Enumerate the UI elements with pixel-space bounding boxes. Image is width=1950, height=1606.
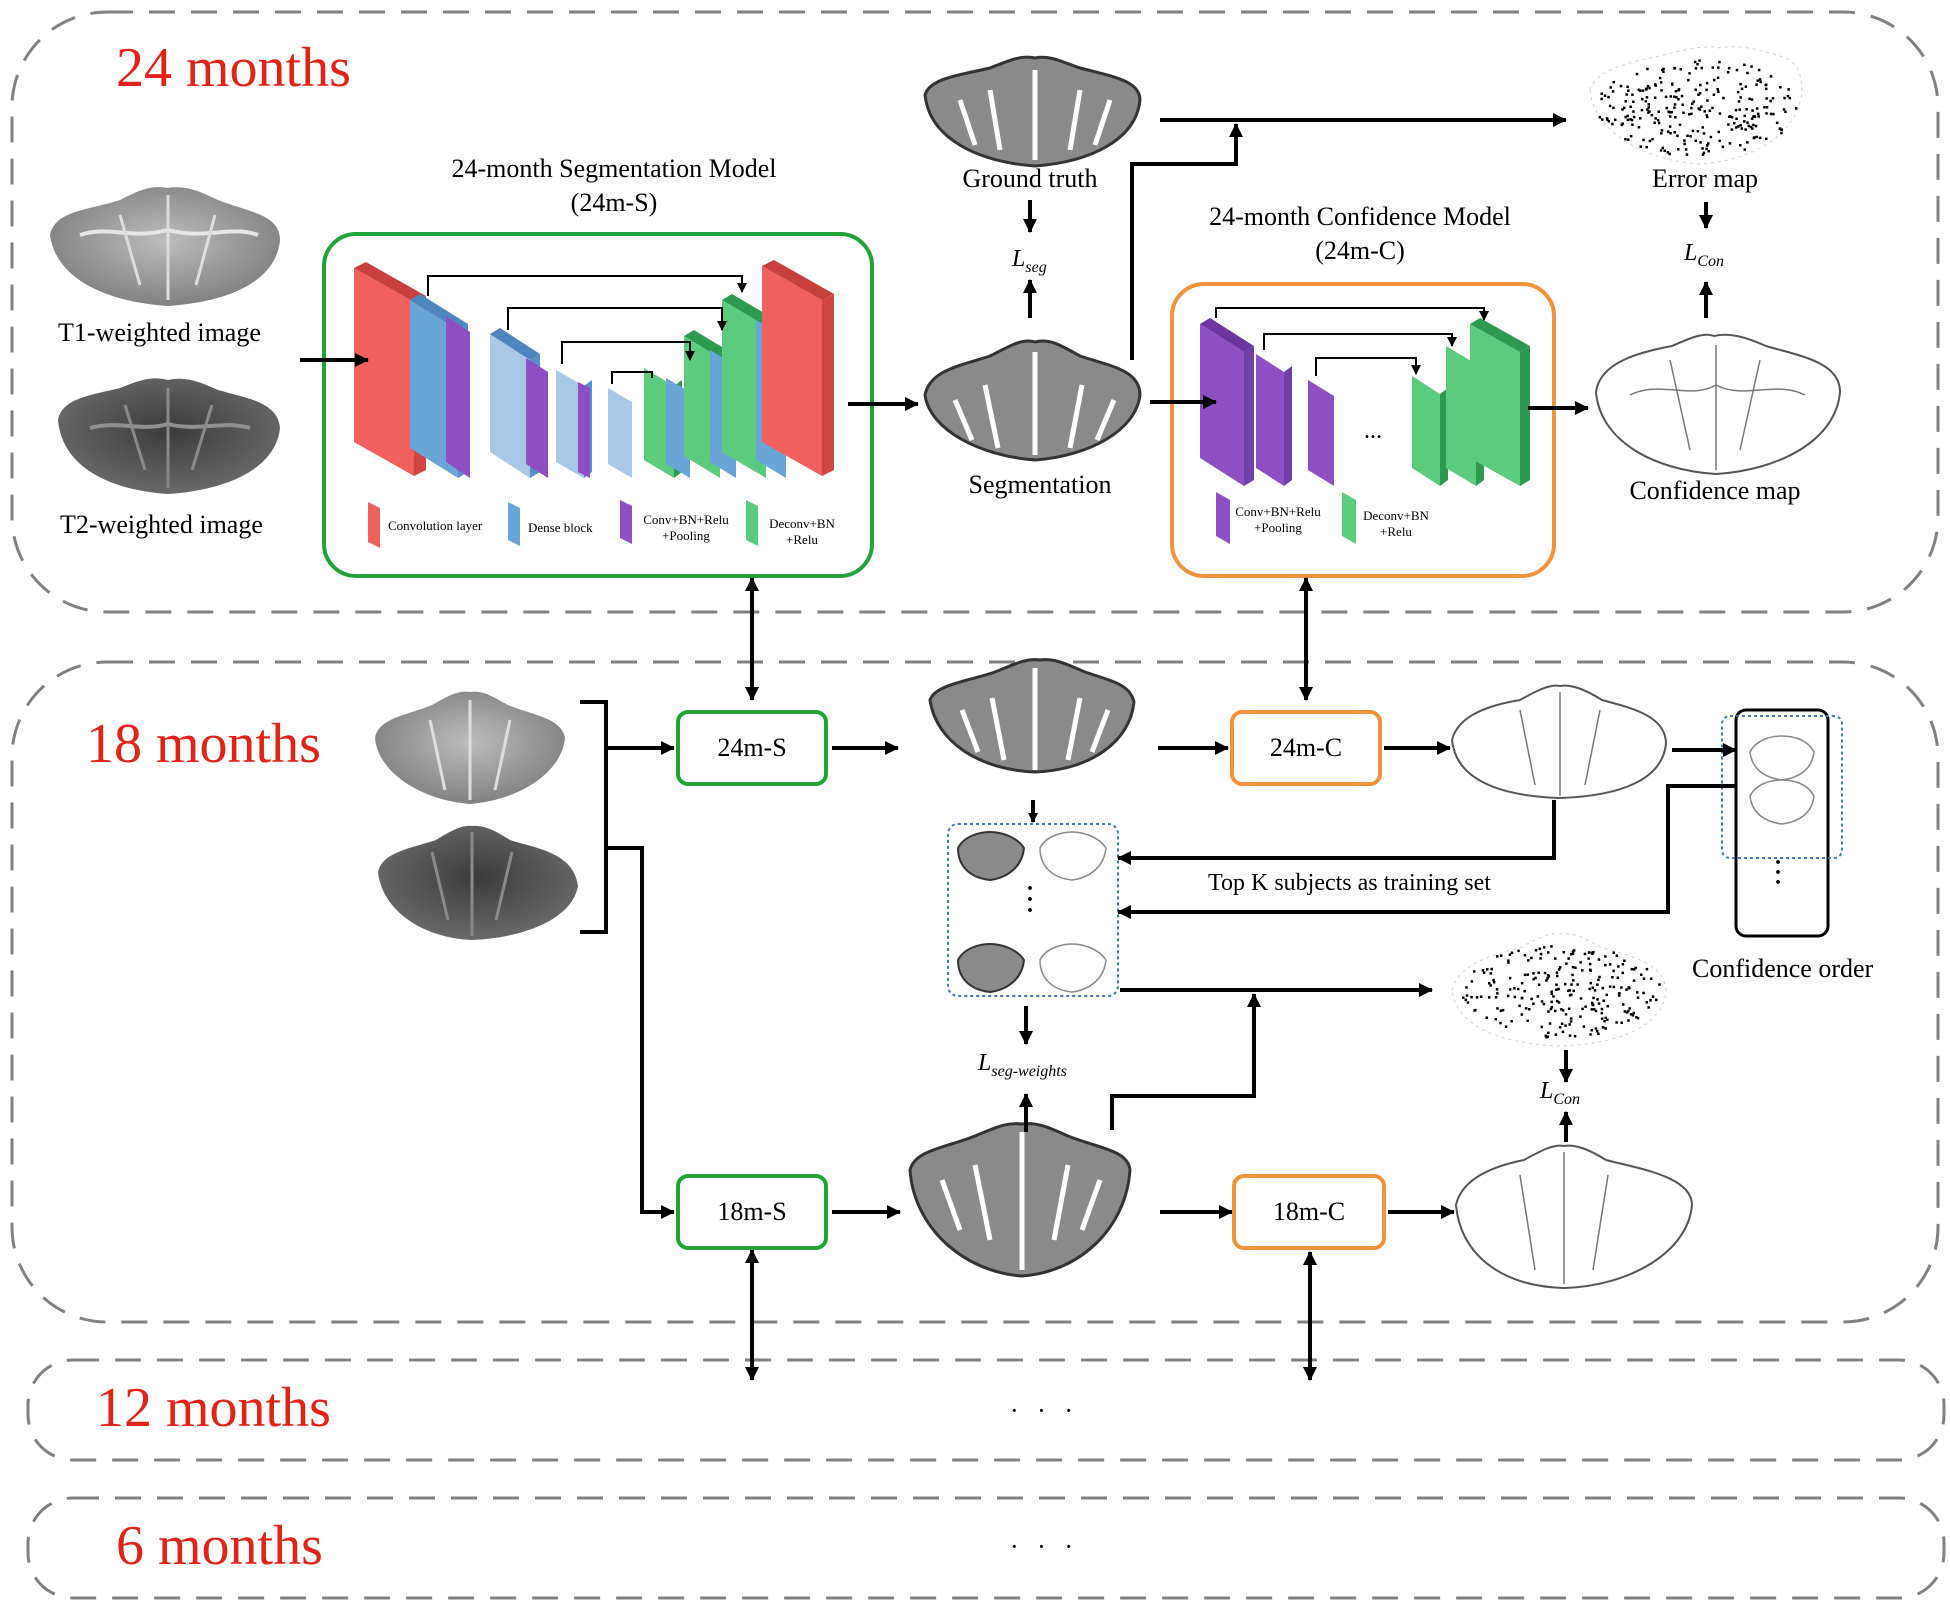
top-k-label: Top K subjects as training set (1208, 870, 1491, 896)
conf-deconv-3 (1470, 324, 1520, 486)
legend-pool-label-1: Conv+BN+Relu (643, 512, 729, 527)
seg-conv-layer-1 (354, 268, 414, 476)
error-map-label: Error map (1651, 164, 1759, 193)
seg-dense-block-2 (490, 334, 530, 478)
conf-model-title: 24-month Confidence Model (1209, 202, 1511, 231)
ground-truth-label: Ground truth (962, 164, 1098, 193)
connectors (300, 113, 1737, 1381)
seg-pool-3 (578, 382, 590, 478)
panel-18-months (10, 660, 1940, 1324)
conf-legend-deconv-label-2: +Relu (1380, 524, 1412, 539)
confidence-map-label: Confidence map (1629, 476, 1801, 505)
confidence-order-label: Confidence order (1692, 954, 1874, 983)
panel-12-months (26, 1358, 1946, 1462)
ellipsis-6-months: · · · (1010, 1532, 1079, 1561)
confidence-order-box (1734, 708, 1830, 938)
conf-model-subtitle: (24m-C) (1315, 236, 1405, 265)
seg-pool-2 (526, 358, 548, 478)
loss-con: LCon (1684, 240, 1725, 270)
box-18m-s: 18m-S (676, 1174, 828, 1250)
segmentation-18m-24s-image (928, 658, 1136, 774)
ellipsis-12-months: · · · (1010, 1396, 1079, 1425)
seg-pool-1 (446, 316, 470, 478)
conf-model-ellipsis: ... (1364, 418, 1382, 444)
ground-truth-image (923, 55, 1142, 168)
panel-title-24-months: 24 months (116, 37, 351, 99)
box-24m-c: 24m-C (1230, 710, 1382, 786)
seg-model-title: 24-month Segmentation Model (451, 154, 777, 183)
seg-dense-block-4 (608, 388, 632, 478)
seg-conv-layer-2 (762, 266, 822, 476)
error-dots (1462, 59, 1798, 1039)
segmentation-label: Segmentation (968, 470, 1112, 499)
seg-model-subtitle: (24m-S) (570, 188, 658, 217)
18m-t1-image (375, 691, 565, 804)
confidence-map-18m-image (1454, 1144, 1694, 1290)
legend-deconv-label-2: +Relu (786, 532, 818, 547)
segmentation-18m-18s-image (908, 1122, 1132, 1278)
loss-seg-weights: Lseg-weights (978, 1050, 1067, 1080)
legend-pool-label-2: +Pooling (662, 528, 710, 543)
conf-legend-pool-label-2: +Pooling (1254, 520, 1302, 535)
legend-deconv-label-1: Deconv+BN (769, 516, 835, 531)
panel-title-18-months: 18 months (86, 713, 321, 775)
conf-legend-swatches (1216, 492, 1356, 544)
loss-seg: Lseg (1012, 246, 1047, 276)
loss-con-18m: LCon (1540, 1078, 1581, 1108)
panel-title-12-months: 12 months (96, 1377, 331, 1439)
conf-deconv-1 (1412, 376, 1440, 486)
conf-network-layers (1200, 307, 1530, 486)
t2-brain-image (58, 378, 280, 494)
conf-legend-pool-label-1: Conv+BN+Relu (1235, 504, 1321, 519)
t2-label: T2-weighted image (60, 510, 263, 539)
segmentation-image (923, 339, 1142, 462)
confidence-order-thumbnails (1749, 735, 1815, 825)
legend-dense-label: Dense block (528, 520, 593, 535)
error-map-18m-image (1451, 933, 1667, 1047)
seg-network-layers (354, 260, 834, 478)
box-24m-s: 24m-S (676, 710, 828, 786)
confidence-order-ellipsis: · · · (1774, 850, 1783, 896)
seg-deconv-3 (722, 300, 766, 478)
conf-pool-2 (1256, 354, 1284, 486)
training-set-ellipsis: · · · (1026, 876, 1035, 924)
seg-legend-swatches (368, 500, 758, 548)
confidence-map-24c-image (1450, 684, 1668, 800)
t1-label: T1-weighted image (58, 318, 261, 347)
legend-conv-label: Convolution layer (388, 518, 483, 533)
confidence-map-image (1594, 333, 1842, 476)
conf-pool-3 (1308, 380, 1334, 486)
panel-6-months (26, 1496, 1946, 1600)
conf-deconv-2 (1446, 346, 1476, 486)
panel-title-6-months: 6 months (116, 1515, 323, 1577)
confidence-order-selection (1721, 715, 1843, 859)
error-map-image (1589, 46, 1803, 165)
confidence-model-box (1170, 282, 1556, 578)
training-set-thumbnails (956, 830, 1107, 994)
seg-dense-block-3 (556, 370, 584, 478)
conf-pool-1 (1200, 324, 1244, 486)
box-18m-c: 18m-C (1232, 1174, 1386, 1250)
18m-t2-image (378, 825, 578, 940)
conf-legend-deconv-label-1: Deconv+BN (1363, 508, 1429, 523)
t1-brain-image (50, 187, 280, 306)
